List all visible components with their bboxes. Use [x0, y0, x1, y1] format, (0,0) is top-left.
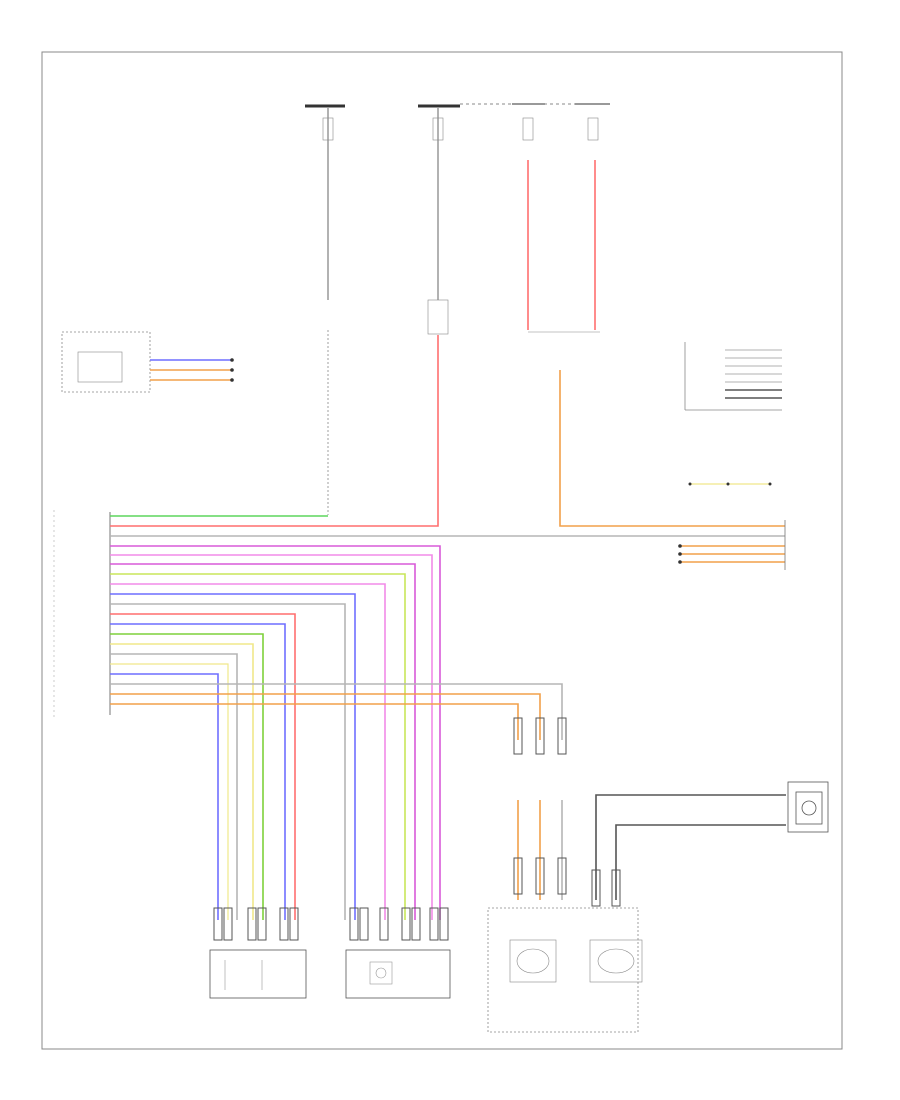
left-sensor: [61, 331, 234, 393]
bottom-right-component: [487, 907, 643, 1033]
tcm-connector: [53, 510, 111, 720]
fuse-block-right: [512, 103, 610, 333]
bottom-left-component: [209, 907, 307, 999]
right-speed-sensor: [591, 781, 829, 907]
right-top-switch: [684, 342, 782, 411]
relay-box: [427, 299, 449, 335]
fuse-block-left: [305, 104, 345, 300]
right-connector-endpoints: [678, 520, 786, 570]
right-small-connector: [688, 482, 772, 486]
bottom-middle-component: [345, 907, 451, 999]
tcm-wires: [110, 335, 785, 920]
middle-connector: [513, 717, 567, 900]
diagram-frame: [41, 51, 843, 1050]
fuse-block-center: [418, 103, 600, 335]
